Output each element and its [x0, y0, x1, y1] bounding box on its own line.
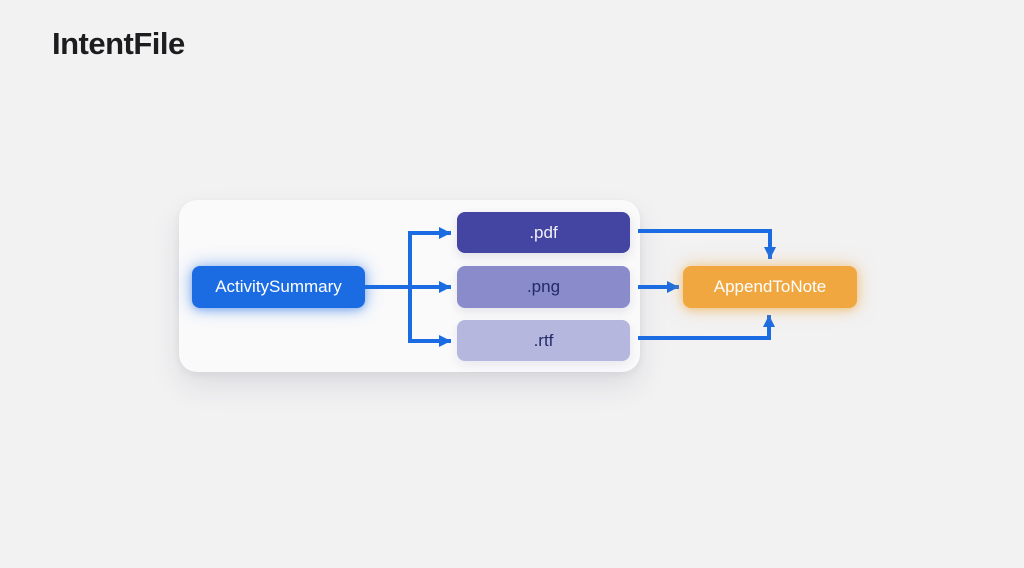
slide-title: IntentFile	[52, 26, 185, 61]
node-activitysummary: ActivitySummary	[192, 266, 365, 308]
node-appendtonote: AppendToNote	[683, 266, 857, 308]
node-pdf-label: .pdf	[529, 222, 558, 242]
node-activitysummary-label: ActivitySummary	[215, 277, 342, 296]
node-appendtonote-label: AppendToNote	[713, 277, 827, 296]
node-rtf: .rtf	[457, 320, 630, 361]
arrow-rtf-to-appendtonote	[638, 315, 775, 340]
node-png: .png	[457, 266, 630, 308]
node-rtf-label: .rtf	[533, 330, 554, 350]
node-png-label: .png	[526, 277, 561, 296]
node-pdf: .pdf	[457, 212, 630, 253]
arrow-pdf-to-appendtonote	[638, 229, 776, 259]
